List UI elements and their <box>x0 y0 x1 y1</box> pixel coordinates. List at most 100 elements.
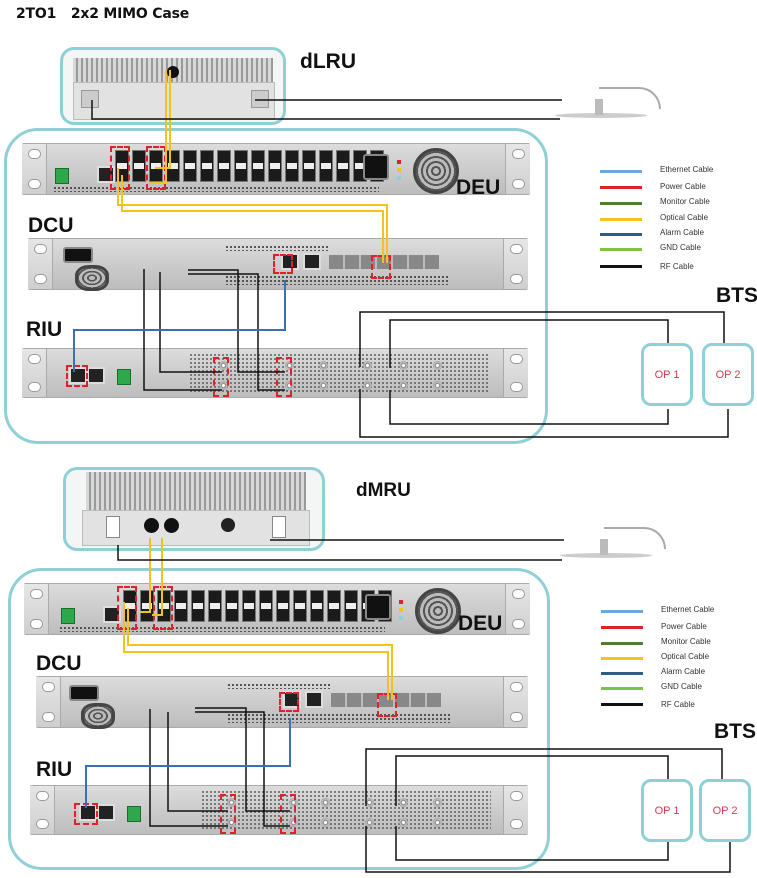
dmru-label: dMRU <box>356 480 411 501</box>
deu-label: DEU <box>456 176 501 199</box>
dcu-ethernet-port[interactable] <box>303 253 321 270</box>
page-title: 2TO1 2x2 MIMO Case <box>16 6 199 22</box>
headend-group-box <box>4 128 548 444</box>
legend-line-rf <box>601 703 643 706</box>
bts-label: BTS <box>716 284 757 307</box>
legend-line-power <box>600 186 642 189</box>
deu-rack <box>24 583 530 635</box>
riu-rf-highlight-2 <box>280 794 296 834</box>
legend-line-monitor <box>600 202 642 205</box>
deu-gnd-terminal <box>55 168 69 184</box>
riu-label: RIU <box>26 318 63 341</box>
dcu-vent-bottom <box>225 275 449 285</box>
riu-rf-highlight-2 <box>276 357 292 397</box>
legend-label: Monitor Cable <box>660 197 710 206</box>
legend-line-gnd <box>601 687 643 690</box>
legend-line-alarm <box>601 672 643 675</box>
dcu-power-inlet <box>63 247 93 263</box>
riu-label: RIU <box>36 758 73 781</box>
legend-line-gnd <box>600 248 642 251</box>
dlru-antenna-port-left-icon <box>81 90 99 108</box>
dcu-optical-highlight <box>377 693 397 717</box>
riu-gnd-terminal <box>117 369 131 385</box>
deu-gnd-terminal <box>61 608 75 624</box>
dcu-label: DCU <box>28 214 74 237</box>
title-prefix: 2TO1 <box>16 6 57 22</box>
title-text: 2x2 MIMO Case <box>70 6 190 22</box>
legend-label: GND Cable <box>661 682 702 691</box>
dmru-power-connector <box>221 518 235 532</box>
dlru-antenna-port-right-icon <box>251 90 269 108</box>
legend-label: GND Cable <box>660 243 701 252</box>
legend-line-ethernet <box>600 170 642 173</box>
dlru-label: dLRU <box>300 50 356 73</box>
deu-power-inlet <box>363 154 389 180</box>
dmru-optical-port-1[interactable] <box>144 518 159 533</box>
legend-line-ethernet <box>601 610 643 613</box>
deu-fan <box>415 588 461 634</box>
legend-line-monitor <box>601 642 643 645</box>
dmru-antenna-port-right-icon <box>272 516 286 538</box>
dmru-box <box>63 467 325 551</box>
riu-ethernet-port-2[interactable] <box>87 367 105 384</box>
deu-label: DEU <box>458 612 503 635</box>
dcu-fan <box>75 265 109 291</box>
legend-label: RF Cable <box>661 700 695 709</box>
op-label: OP 1 <box>654 804 680 817</box>
legend-label: Power Cable <box>660 182 706 191</box>
operator-box-1: OP 1 <box>641 343 693 406</box>
riu-ethernet-port-2[interactable] <box>97 804 115 821</box>
riu-rf-highlight-1 <box>213 357 229 397</box>
operator-box-2: OP 2 <box>699 779 751 842</box>
legend: Ethernet Cable Power Cable Monitor Cable… <box>601 604 751 714</box>
dcu-vent-top <box>227 683 331 689</box>
legend-line-optical <box>600 218 642 221</box>
legend-label: Ethernet Cable <box>661 605 715 614</box>
dlru-body <box>73 82 275 120</box>
legend: Ethernet Cable Power Cable Monitor Cable… <box>600 164 750 274</box>
dcu-fan <box>81 703 115 729</box>
dcu-vent-bottom <box>227 713 451 723</box>
legend-line-power <box>601 626 643 629</box>
dcu-optical-highlight <box>371 255 391 279</box>
legend-line-alarm <box>600 233 642 236</box>
deu-vent <box>53 186 379 192</box>
deu-leds <box>397 160 401 180</box>
dlru-box <box>60 47 286 125</box>
operator-box-2: OP 2 <box>702 343 754 406</box>
op-label: OP 2 <box>715 368 741 381</box>
dcu-vent-top <box>225 245 329 251</box>
riu-ethernet-highlight <box>66 365 88 387</box>
deu-highlight-2 <box>146 146 166 190</box>
dcu-ethernet-port[interactable] <box>305 691 323 708</box>
deu-highlight-1 <box>110 146 130 190</box>
deu-leds <box>399 600 403 620</box>
legend-label: Alarm Cable <box>660 228 705 237</box>
riu-gnd-terminal <box>127 806 141 822</box>
riu-vent <box>201 790 491 830</box>
legend-line-rf <box>600 265 642 268</box>
legend-label: Monitor Cable <box>661 637 711 646</box>
dcu-label: DCU <box>36 652 82 675</box>
dmru-antenna-port-left-icon <box>106 516 120 538</box>
dmru-optical-port-2[interactable] <box>164 518 179 533</box>
headend-group-box <box>8 568 550 870</box>
dcu-power-inlet <box>69 685 99 701</box>
deu-ethernet-port[interactable] <box>103 606 121 623</box>
legend-label: Optical Cable <box>660 213 709 222</box>
legend-label: Ethernet Cable <box>660 165 714 174</box>
dcu-alarm-highlight <box>273 254 293 274</box>
operator-box-1: OP 1 <box>641 779 693 842</box>
legend-line-optical <box>601 657 643 660</box>
deu-rack <box>22 143 530 195</box>
dlru-optical-port-icon <box>167 66 179 78</box>
op-label: OP 2 <box>712 804 738 817</box>
riu-rf-highlight-1 <box>220 794 236 834</box>
dcu-alarm-highlight <box>279 692 299 712</box>
op-label: OP 1 <box>654 368 680 381</box>
riu-rack <box>30 785 528 835</box>
legend-label: Power Cable <box>661 622 707 631</box>
dmru-heatsink <box>86 472 306 512</box>
bts-label: BTS <box>714 720 756 743</box>
deu-fan <box>413 148 459 194</box>
